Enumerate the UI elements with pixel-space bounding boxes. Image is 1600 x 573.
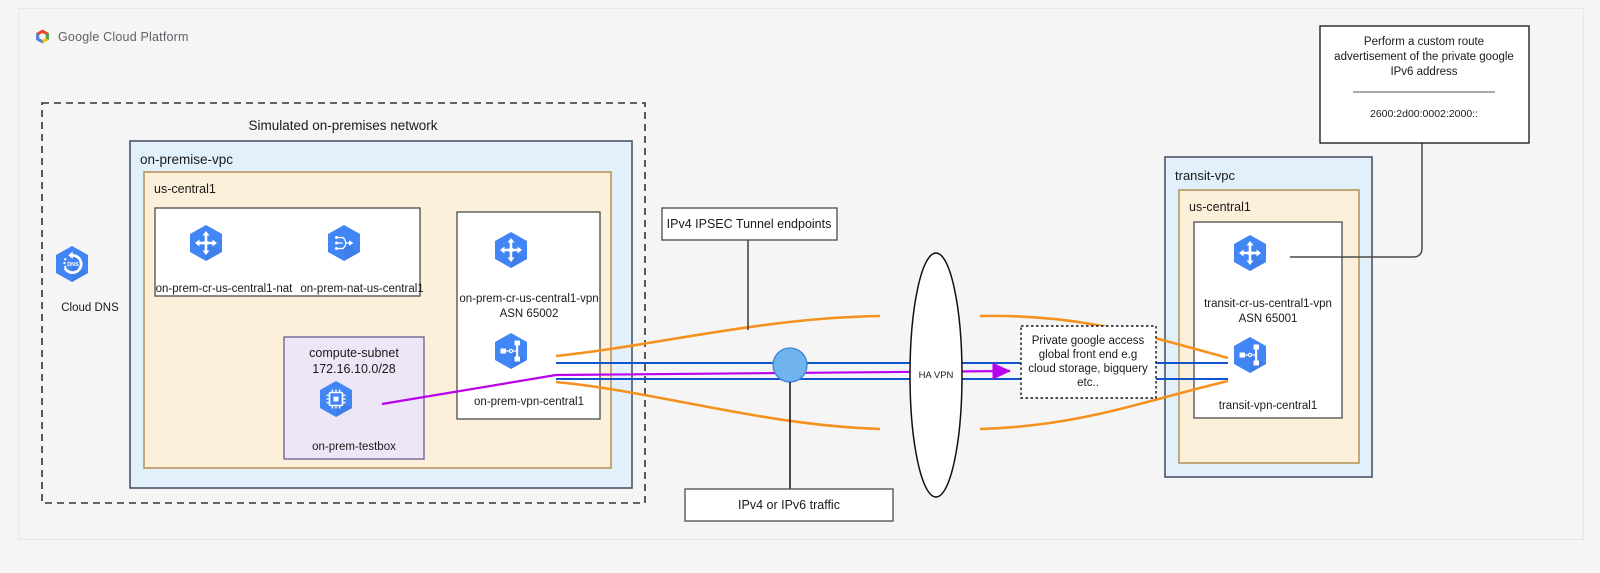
ipsec-tunnel-upper-left (555, 314, 881, 358)
cloud-dns-icon (56, 246, 88, 282)
traffic-line-purple (381, 362, 1011, 406)
node-onprem-vpn-gateway[interactable]: on-prem-vpn-central1 (474, 333, 584, 408)
compute-subnet-container: compute-subnet 172.16.10.0/28 (283, 336, 425, 460)
node-transit-vpn-gateway[interactable]: transit-vpn-central1 (1219, 337, 1317, 412)
onprem-cr-vpn-label-1: on-prem-cr-us-central1-vpn (459, 293, 598, 305)
google-cloud-platform-logo-icon (36, 29, 49, 44)
simulated-onprem-title: Simulated on-premises network (248, 118, 437, 133)
node-onprem-nat[interactable]: on-prem-nat-us-central1 (300, 225, 424, 295)
custom-route-callout: Perform a custom route advertisement of … (1290, 25, 1530, 258)
compute-subnet-cidr: 172.16.10.0/28 (312, 362, 395, 376)
brand-header: Google Cloud Platform (34, 28, 189, 45)
compute-subnet-name: compute-subnet (309, 346, 399, 360)
ha-vpn-ellipse (909, 252, 963, 498)
traffic-callout-label: IPv4 or IPv6 traffic (738, 498, 840, 512)
custom-route-line-3: IPv6 address (1390, 66, 1457, 78)
ipsec-tunnel-lower-right (979, 379, 1229, 431)
custom-route-value: 2600:2d00:0002:2000:: (1370, 108, 1478, 120)
transit-cr-vpn-label-1: transit-cr-us-central1-vpn (1204, 298, 1332, 310)
onprem-testbox-label: on-prem-testbox (312, 441, 396, 453)
custom-route-line-1: Perform a custom route (1364, 36, 1484, 48)
private-google-access-box: Private google access global front end e… (1020, 325, 1157, 399)
transit-node-group (1193, 221, 1343, 419)
node-onprem-testbox[interactable]: on-prem-testbox (312, 380, 396, 453)
transit-region-title: us-central1 (1189, 200, 1251, 214)
transit-vpn-gateway-label: transit-vpn-central1 (1219, 400, 1317, 412)
traffic-node-circle (772, 347, 808, 383)
transit-cr-vpn-label-2: ASN 65001 (1239, 313, 1298, 325)
node-cloud-dns[interactable]: Cloud DNS (56, 246, 119, 314)
pga-line-2: global front end e.g (1039, 349, 1137, 361)
onprem-region-title: us-central1 (154, 182, 216, 196)
cloud-dns-label: Cloud DNS (61, 302, 119, 314)
pga-line-1: Private google access (1032, 335, 1145, 347)
ipsec-endpoints-callout: IPv4 IPSEC Tunnel endpoints (661, 207, 838, 330)
transit-vpc-title: transit-vpc (1175, 168, 1235, 183)
custom-route-line-2: advertisement of the private google (1334, 51, 1514, 63)
on-premise-vpc-title: on-premise-vpc (140, 152, 233, 167)
node-onprem-cr-nat[interactable]: on-prem-cr-us-central1-nat (156, 225, 294, 295)
onprem-nat-label: on-prem-nat-us-central1 (300, 283, 423, 295)
node-onprem-cr-vpn[interactable]: on-prem-cr-us-central1-vpn ASN 65002 (459, 232, 599, 320)
ipsec-endpoints-label: IPv4 IPSEC Tunnel endpoints (667, 217, 832, 231)
node-transit-cr-vpn[interactable]: transit-cr-us-central1-vpn ASN 65001 (1204, 235, 1332, 325)
traffic-callout: IPv4 or IPv6 traffic (684, 382, 894, 522)
pga-line-4: etc.. (1077, 377, 1099, 389)
ha-vpn-label: HA VPN (919, 370, 954, 381)
brand-name: Google Cloud Platform (58, 29, 189, 44)
onprem-vpn-gateway-label: on-prem-vpn-central1 (474, 396, 584, 408)
onprem-cr-nat-label: on-prem-cr-us-central1-nat (156, 283, 294, 295)
ipsec-tunnel-lower-left (555, 380, 881, 431)
pga-line-3: cloud storage, bigquery (1028, 363, 1148, 375)
simulated-onprem-container: Simulated on-premises network (41, 102, 646, 504)
onprem-cr-vpn-label-2: ASN 65002 (500, 308, 559, 320)
